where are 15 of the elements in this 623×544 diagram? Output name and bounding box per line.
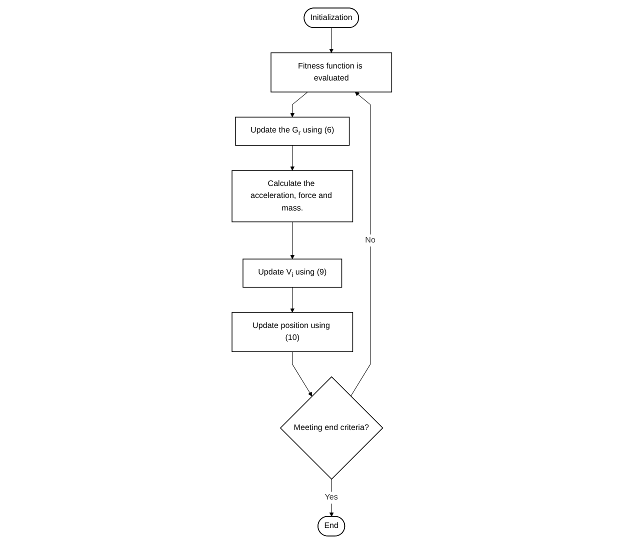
node-box: Calculate the acceleration, force and mass. [231,170,353,222]
arrow [290,287,294,313]
node-box: Fitness function is evaluated [270,52,392,92]
arrow [350,92,370,396]
arrow [290,145,294,171]
node-diamond: Meeting end criteria? [280,376,383,480]
node-box: Update the G$_{r}$ using (6) [234,116,350,146]
edge-label: No [364,236,376,244]
arrow [290,92,308,118]
node-box: Update V$_{i}$ using (9) [242,258,342,288]
node-box: Update position using (10) [231,312,353,352]
edge-label: Yes [324,493,338,502]
arrow [328,28,334,53]
arrow [290,222,294,260]
arrow [292,351,312,396]
